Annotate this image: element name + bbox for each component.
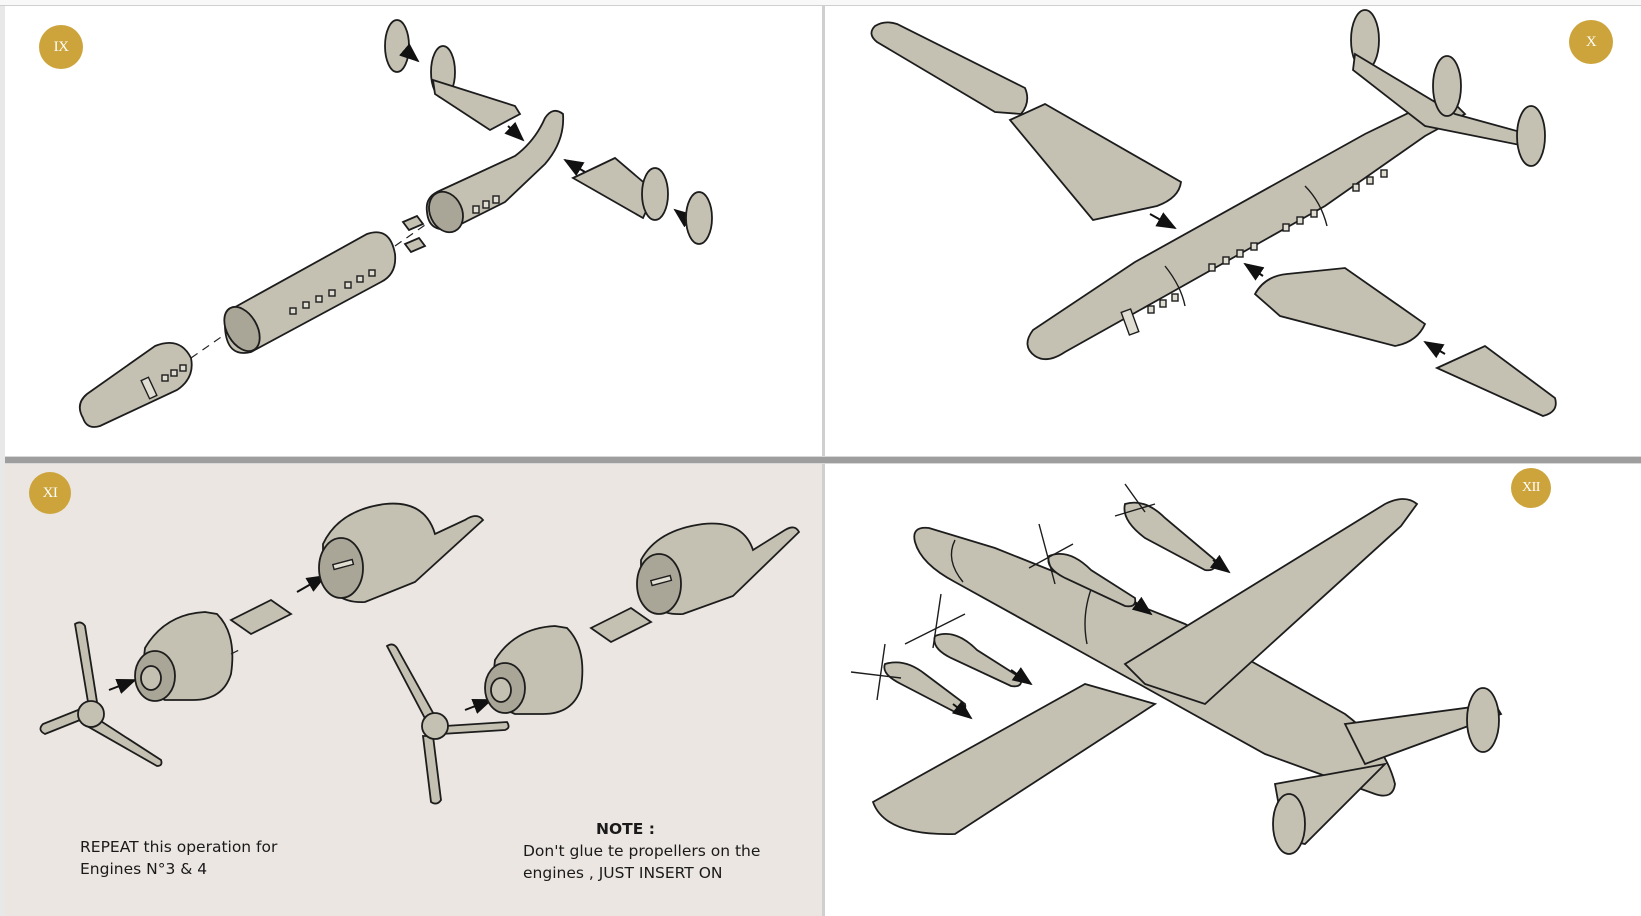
step-badge-ix: IX: [39, 25, 83, 69]
step-panel-ix: IX: [5, 6, 822, 456]
engine-4: [1114, 483, 1217, 572]
step-panel-xii: XII: [825, 464, 1641, 916]
top-border: [0, 0, 1641, 6]
step-badge-xi: XI: [29, 472, 71, 514]
step-badge-xii: XII: [1511, 468, 1551, 508]
step-badge-x: X: [1569, 20, 1613, 64]
wing-attachment-illustration: [870, 9, 1557, 417]
step-panel-x: X: [825, 6, 1641, 456]
repeat-line-2: Engines N°3 & 4: [80, 860, 208, 878]
engine-installation-illustration: [850, 483, 1503, 855]
note-line-2: engines , JUST INSERT ON: [523, 864, 723, 882]
horizontal-divider: [5, 456, 1641, 464]
step-panel-xi: XI: [5, 464, 822, 916]
propeller-2: [385, 643, 510, 805]
note-line-1: Don't glue te propellers on the: [523, 842, 761, 860]
repeat-line-1: REPEAT this operation for: [80, 838, 278, 856]
note-title: NOTE :: [596, 820, 655, 838]
propeller-note: NOTE : Don't glue te propellers on the e…: [523, 818, 760, 884]
fuselage-tail-exploded-illustration: [78, 19, 713, 428]
engine-propeller-assembly-illustration: [39, 502, 801, 805]
propeller-1: [39, 621, 163, 767]
left-border: [0, 6, 5, 916]
repeat-instruction: REPEAT this operation for Engines N°3 & …: [80, 836, 277, 880]
engine-2: [904, 593, 1023, 688]
